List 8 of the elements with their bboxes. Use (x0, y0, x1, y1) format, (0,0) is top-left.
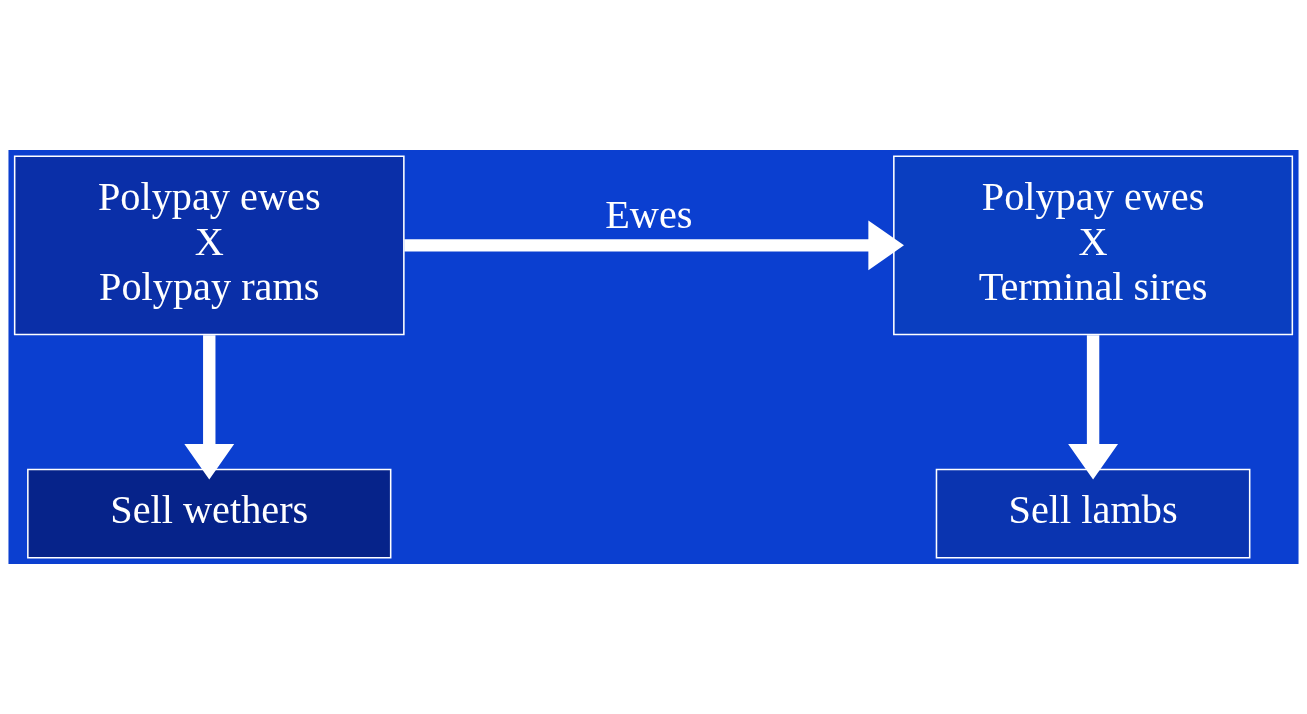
node-box: Polypay ewes X Terminal sires (893, 155, 1294, 336)
arrow (184, 335, 235, 480)
edge-label: Ewes (605, 191, 693, 237)
arrow (1068, 335, 1118, 480)
arrow (404, 220, 904, 271)
node-box: Sell lambs (935, 468, 1251, 559)
node-box: Polypay ewes X Polypay rams (13, 155, 405, 336)
node-box: Sell wethers (27, 468, 392, 559)
